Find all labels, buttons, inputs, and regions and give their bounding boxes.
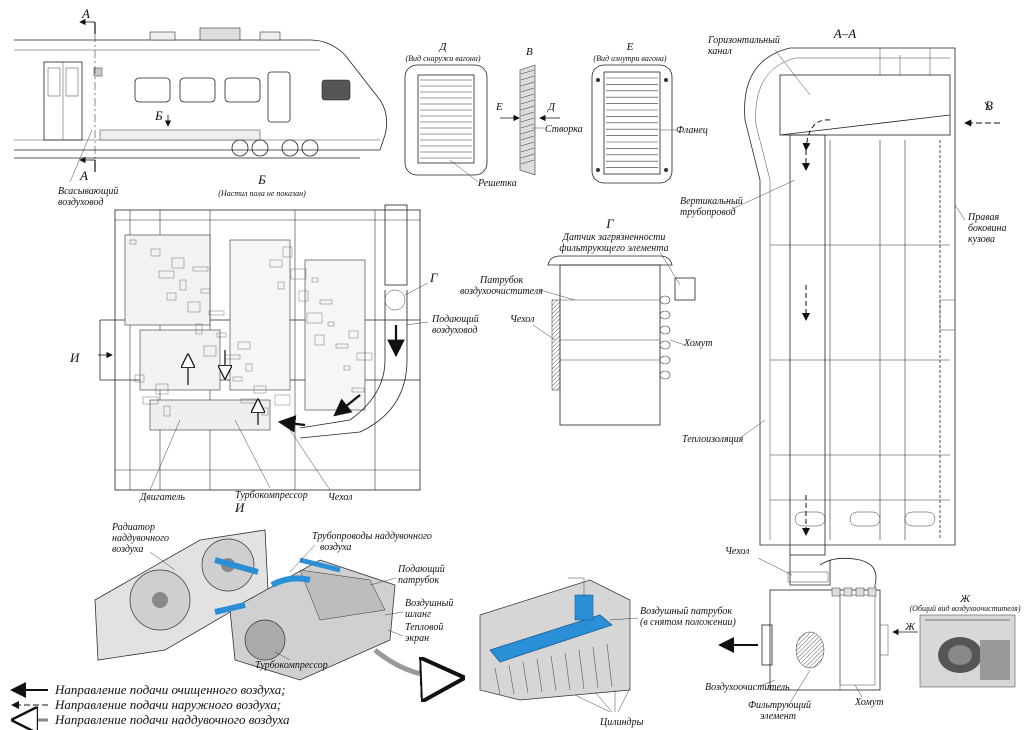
vertical-pipe-label-1: Вертикальный [680,196,743,207]
channel-label-1: Горизонтальный [707,35,780,46]
zh-subtitle: (Общий вид воздухоочистителя) [910,604,1021,613]
engine-turbo-label: Турбокомпрессор [255,660,328,671]
heat-shield-label-2: экран [405,633,429,644]
view-e-flange: Е (Вид изнутри вагона) Фланец [591,41,708,184]
vertical-pipe-label-2: трубопровод [680,207,736,218]
air-hose-label-2: шланг [405,609,431,620]
section-aa-title: А–А [833,26,856,41]
engine-view-title: И [234,500,245,515]
detail-g-clamp: Хомут [683,338,713,349]
intake-duct-label-1: Всасывающий [58,186,118,197]
charge-pipe-2 [214,602,246,615]
section-mark-a-top: А [81,6,90,21]
air-hose-label-1: Воздушный [405,598,453,609]
insulation-label: Теплоизоляция [682,434,744,445]
supply-pipe-label-1: Подающий [397,564,445,575]
air-pipe-label-1: Воздушный патрубок [640,606,732,617]
filter-label-2: элемент [760,711,796,722]
plan-b-subtitle: (Настил пола не показан) [218,189,306,198]
view-d-grille: Д (Вид снаружи вагона) Решетка [404,41,517,189]
cylinder-detail: Воздушный патрубок (в снятом положении) … [479,577,736,728]
detail-g-title: Г [605,216,614,231]
sensor-label-2: фильтрующего элемента [559,243,668,254]
engine-label: Двигатель [139,492,185,503]
detail-g-cover: Чехол [510,314,535,325]
view-e-title: Е [626,41,634,53]
cylinders-label: Цилиндры [599,717,644,728]
radiator-label-3: воздуха [112,544,143,555]
supply-duct-label-1: Подающий [431,314,479,325]
plan-cover-label: Чехол [328,492,353,503]
cleaner-label: Воздухоочиститель [705,682,790,693]
section-mark-b: Б [154,108,163,123]
view-v-title: В [526,46,533,58]
radiator-label-2: наддувочного [112,533,169,544]
air-cleaner: Ж Чехол Воздухоочиститель Фильтрующий эл… [705,546,1021,722]
charge-pipes-label-2: воздуха [320,542,351,553]
charge-pipe-1 [214,557,259,575]
intake-duct-label-2: воздуховод [58,197,103,208]
turbo-label: Турбокомпрессор [235,490,308,501]
filter-label-1: Фильтрующий [748,700,811,711]
view-mark-e: Е [495,101,503,113]
section-mark-a-bottom: А [79,168,88,183]
legend: Направление подачи очищенного воздуха; Н… [10,682,290,727]
aa-clamp-label: Хомут [854,697,884,708]
cleaner-pipe-label-2: воздухоочистителя [460,286,543,297]
view-d-subtitle: (Вид снаружи вагона) [406,54,481,63]
section-mark-i: И [69,350,80,365]
grille-label: Решетка [477,178,517,189]
radiator-label-1: Радиатор [111,522,155,533]
side-label-3: кузова [968,234,995,245]
view-mark-d: Д [547,101,556,113]
air-pipe-removed [489,614,613,663]
supply-pipe-label-2: патрубок [398,575,439,586]
section-mark-zh: Ж [904,621,916,633]
charge-pipe-3 [270,575,311,588]
legend-item-clean: Направление подачи очищенного воздуха; [54,682,286,697]
charge-pipes-label-1: Трубопроводы наддувочного [312,531,432,542]
legend-item-outside: Направление подачи наружного воздуха; [54,697,281,712]
side-label-1: Правая [967,212,999,223]
engine-3d-view: И Радиатор наддувочного воздуха Трубопро… [94,500,460,680]
plan-b-title: Б [257,172,266,187]
aa-cover-label: Чехол [725,546,750,557]
plan-g-mark: Г [429,270,438,285]
flap-label: Створка [545,124,583,135]
legend-item-charge: Направление подачи наддувочного воздуха [54,712,290,727]
section-aa: А–А В Горизонтальный канал Вертикальный … [680,26,1007,556]
flange-label: Фланец [676,125,708,136]
cleaner-pipe-label-1: Патрубок [479,275,524,286]
section-mark-v: В [985,98,993,113]
side-label-2: боковина [968,223,1007,234]
view-d-title: Д [439,41,448,53]
sensor-label-1: Датчик загрязненности [562,232,666,243]
channel-label-2: канал [708,46,732,57]
heat-shield-label-1: Тепловой [405,622,443,633]
plan-view-b: Б (Настил пола не показан) И Г Подающий [69,172,479,503]
detail-g: Г Датчик загрязненности фильтрующего эле… [460,216,713,426]
air-pipe-label-2: (в снятом положении) [640,617,736,628]
supply-duct-label-2: воздуховод [432,325,477,336]
view-e-subtitle: (Вид изнутри вагона) [593,54,667,63]
view-v-flap: В Е Д Створка [495,46,583,176]
zh-title: Ж [959,593,971,605]
railcar-side-view: А А Б Всасывающий воздуховод [14,6,388,208]
